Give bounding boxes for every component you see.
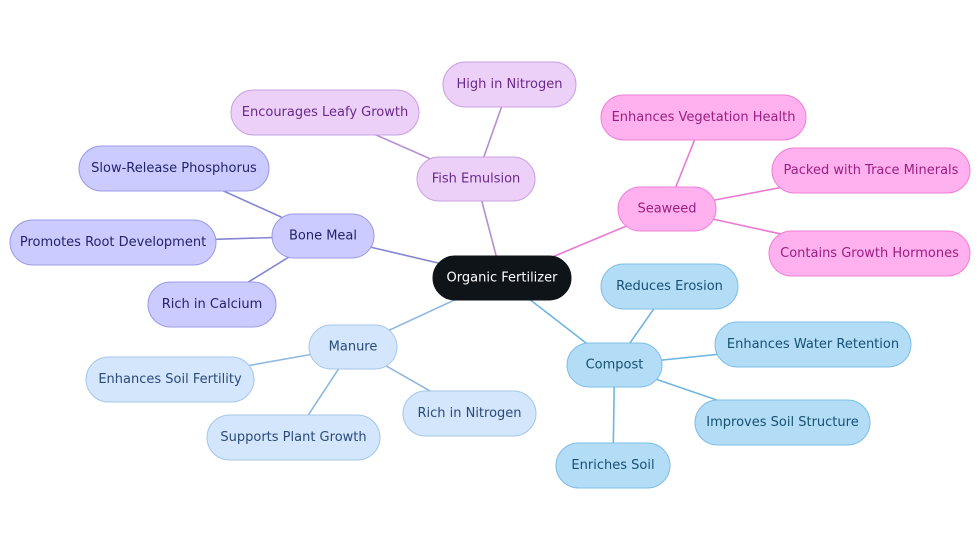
node-encourages-leafy-growth: Encourages Leafy Growth [230, 89, 420, 136]
node-slow-release-phosphorus-label: Slow-Release Phosphorus [91, 161, 257, 176]
node-slow-release-phosphorus-shape [78, 145, 270, 192]
node-packed-with-trace-minerals-shape [771, 147, 971, 194]
node-improves-soil-structure: Improves Soil Structure [694, 399, 871, 446]
node-layer: Fish Emulsion High in NitrogenEncourages … [9, 61, 971, 489]
node-contains-growth-hormones-shape [768, 230, 971, 277]
node-fish-emulsion-shape [416, 156, 536, 202]
node-manure-shape [308, 324, 398, 370]
node-manure-rich-in-nitrogen-shape [402, 390, 537, 437]
node-enhances-soil-fertility-shape [85, 356, 255, 403]
node-high-in-nitrogen-label: High in Nitrogen [457, 77, 563, 92]
node-enhances-soil-fertility: Enhances Soil Fertility [85, 356, 255, 403]
node-compost: Compost [566, 342, 663, 388]
node-seaweed-shape [617, 186, 717, 232]
node-manure-label: Manure [329, 340, 378, 355]
node-enhances-water-retention-label: Enhances Water Retention [727, 337, 899, 352]
node-manure-rich-in-nitrogen-label: Rich in Nitrogen [417, 406, 521, 421]
node-reduces-erosion: Reduces Erosion [600, 263, 739, 310]
node-contains-growth-hormones: Contains Growth Hormones [768, 230, 971, 277]
node-compost-label: Compost [586, 358, 644, 373]
node-compost-shape [566, 342, 663, 388]
node-bone-meal-label: Bone Meal [289, 229, 357, 244]
node-rich-in-calcium-label: Rich in Calcium [162, 297, 262, 312]
node-promotes-root-development-label: Promotes Root Development [20, 235, 206, 250]
node-high-in-nitrogen: High in Nitrogen [442, 61, 577, 108]
node-manure: Manure [308, 324, 398, 370]
node-slow-release-phosphorus: Slow-Release Phosphorus [78, 145, 270, 192]
node-supports-plant-growth: Supports Plant Growth [206, 414, 381, 461]
node-organic-fertilizer-shape [432, 255, 572, 301]
node-bone-meal-shape [271, 213, 375, 259]
node-fish-emulsion: Fish Emulsion [416, 156, 536, 202]
node-reduces-erosion-shape [600, 263, 739, 310]
node-bone-meal: Bone Meal [271, 213, 375, 259]
node-high-in-nitrogen-shape [442, 61, 577, 108]
node-enriches-soil-shape [555, 442, 671, 489]
node-supports-plant-growth-shape [206, 414, 381, 461]
node-organic-fertilizer: Organic Fertilizer [432, 255, 572, 301]
node-contains-growth-hormones-label: Contains Growth Hormones [780, 246, 959, 261]
node-enhances-water-retention: Enhances Water Retention [714, 321, 912, 368]
node-enriches-soil: Enriches Soil [555, 442, 671, 489]
node-rich-in-calcium-shape [147, 281, 277, 328]
node-packed-with-trace-minerals: Packed with Trace Minerals [771, 147, 971, 194]
node-promotes-root-development-shape [9, 219, 217, 266]
node-organic-fertilizer-label: Organic Fertilizer [447, 271, 559, 286]
node-enhances-vegetation-health-shape [600, 94, 807, 141]
node-packed-with-trace-minerals-label: Packed with Trace Minerals [784, 163, 959, 178]
node-reduces-erosion-label: Reduces Erosion [616, 279, 723, 294]
node-seaweed: Seaweed [617, 186, 717, 232]
node-seaweed-label: Seaweed [637, 202, 696, 217]
node-rich-in-calcium: Rich in Calcium [147, 281, 277, 328]
node-encourages-leafy-growth-label: Encourages Leafy Growth [242, 105, 408, 120]
node-enhances-water-retention-shape [714, 321, 912, 368]
node-improves-soil-structure-shape [694, 399, 871, 446]
node-improves-soil-structure-label: Improves Soil Structure [706, 415, 858, 430]
node-encourages-leafy-growth-shape [230, 89, 420, 136]
node-enriches-soil-label: Enriches Soil [571, 458, 654, 473]
node-fish-emulsion-label: Fish Emulsion [432, 172, 521, 187]
node-supports-plant-growth-label: Supports Plant Growth [220, 430, 366, 445]
node-manure-rich-in-nitrogen: Rich in Nitrogen [402, 390, 537, 437]
node-promotes-root-development: Promotes Root Development [9, 219, 217, 266]
node-enhances-soil-fertility-label: Enhances Soil Fertility [98, 372, 242, 387]
node-enhances-vegetation-health: Enhances Vegetation Health [600, 94, 807, 141]
node-enhances-vegetation-health-label: Enhances Vegetation Health [612, 110, 796, 125]
